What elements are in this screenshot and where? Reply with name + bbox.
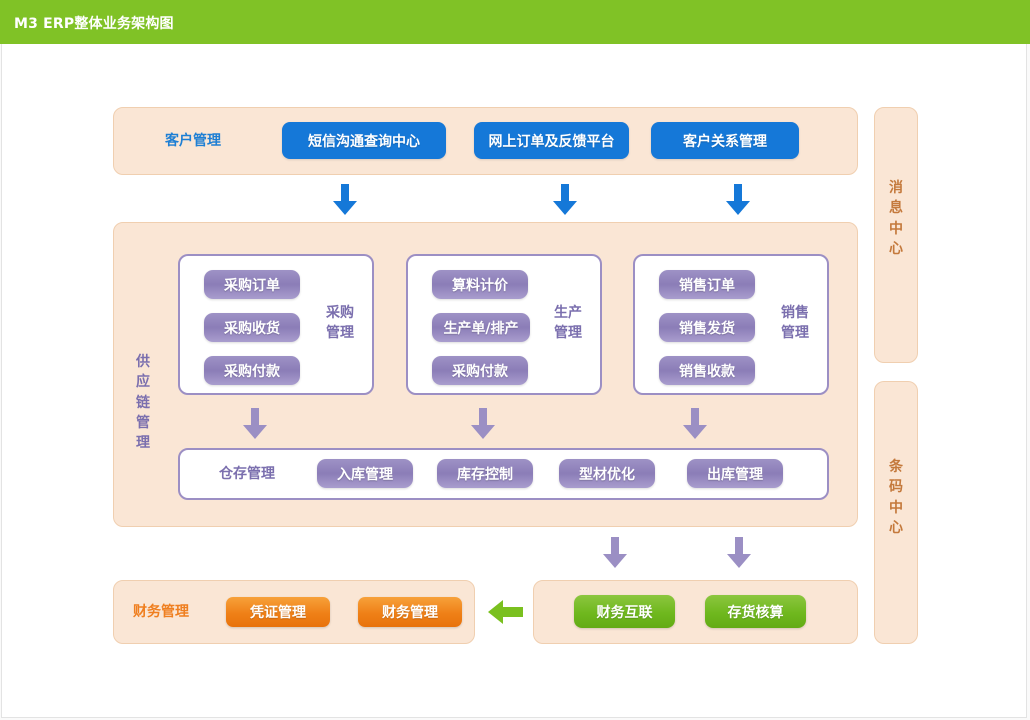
crm-button[interactable]: 客户关系管理 bbox=[651, 122, 799, 159]
barcode-center-label: 条码中心 bbox=[889, 459, 903, 536]
arrow-down-blue-2 bbox=[552, 184, 578, 216]
inbound-management-button[interactable]: 入库管理 bbox=[317, 459, 413, 488]
message-center-panel[interactable] bbox=[874, 107, 918, 363]
page-header: M3 ERP整体业务架构图 bbox=[0, 0, 1030, 44]
arrow-down-purple-2 bbox=[470, 408, 496, 440]
arrow-down-purple-5 bbox=[726, 537, 752, 569]
arrow-down-blue-3 bbox=[725, 184, 751, 216]
inventory-control-button[interactable]: 库存控制 bbox=[437, 459, 533, 488]
voucher-management-button[interactable]: 凭证管理 bbox=[226, 597, 330, 627]
sales-management-title: 销售管理 bbox=[781, 305, 809, 342]
purchase-receipt-button[interactable]: 采购收货 bbox=[204, 313, 300, 342]
sales-delivery-button[interactable]: 销售发货 bbox=[659, 313, 755, 342]
arrow-down-blue-1 bbox=[332, 184, 358, 216]
profile-optimization-button[interactable]: 型材优化 bbox=[559, 459, 655, 488]
purchase-management-title: 采购管理 bbox=[326, 305, 354, 342]
arrow-down-purple-4 bbox=[602, 537, 628, 569]
sales-order-button[interactable]: 销售订单 bbox=[659, 270, 755, 299]
barcode-center-panel[interactable] bbox=[874, 381, 918, 644]
outbound-management-button[interactable]: 出库管理 bbox=[687, 459, 783, 488]
finance-module-button[interactable]: 财务管理 bbox=[358, 597, 462, 627]
purchase-payment-button[interactable]: 采购付款 bbox=[204, 356, 300, 385]
sales-receipt-button[interactable]: 销售收款 bbox=[659, 356, 755, 385]
production-management-title: 生产管理 bbox=[554, 305, 582, 342]
arrow-down-purple-3 bbox=[682, 408, 708, 440]
page-title: M3 ERP整体业务架构图 bbox=[14, 16, 174, 32]
arrow-down-purple-1 bbox=[242, 408, 268, 440]
production-order-schedule-button[interactable]: 生产单/排产 bbox=[432, 313, 530, 342]
customer-management-label: 客户管理 bbox=[165, 133, 221, 149]
financial-interconnect-button[interactable]: 财务互联 bbox=[574, 595, 675, 628]
inventory-accounting-button[interactable]: 存货核算 bbox=[705, 595, 806, 628]
arrow-left-green bbox=[488, 598, 524, 626]
production-payment-button[interactable]: 采购付款 bbox=[432, 356, 528, 385]
material-pricing-button[interactable]: 算料计价 bbox=[432, 270, 528, 299]
online-order-platform-button[interactable]: 网上订单及反馈平台 bbox=[474, 122, 629, 159]
supply-chain-label: 供应链管理 bbox=[136, 354, 150, 452]
warehouse-management-label: 仓存管理 bbox=[219, 466, 275, 482]
purchase-order-button[interactable]: 采购订单 bbox=[204, 270, 300, 299]
message-center-label: 消息中心 bbox=[889, 180, 903, 257]
sms-center-button[interactable]: 短信沟通查询中心 bbox=[282, 122, 446, 159]
finance-management-label: 财务管理 bbox=[133, 604, 189, 620]
